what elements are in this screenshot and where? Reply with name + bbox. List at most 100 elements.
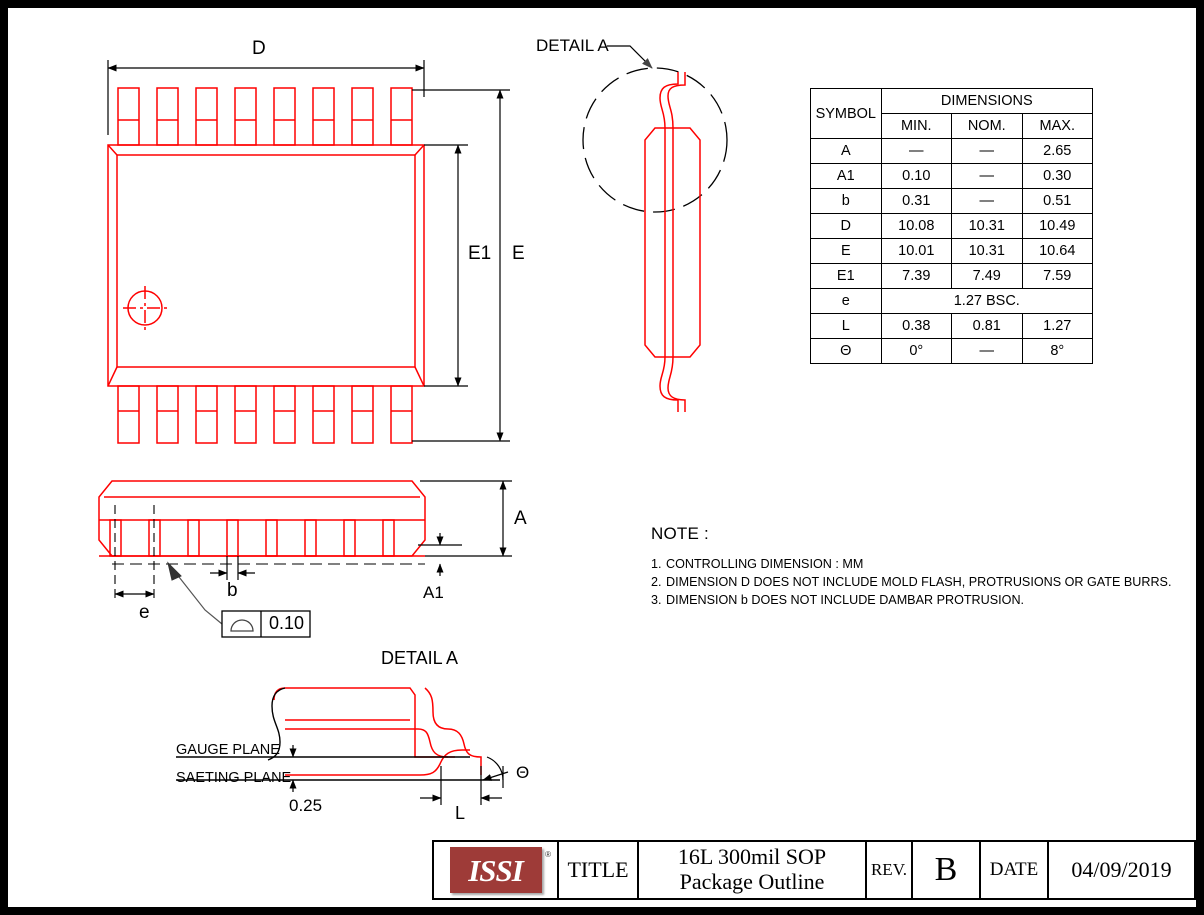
issi-logo-text: ISSI	[468, 852, 524, 888]
cell-max: 7.59	[1021, 263, 1094, 289]
rev-label: REV.	[867, 842, 913, 898]
header-symbol: SYMBOL	[810, 88, 882, 139]
cell-min: —	[880, 138, 953, 164]
header-dimensions: DIMENSIONS	[880, 88, 1094, 114]
label-gauge-offset: 0.25	[289, 796, 323, 815]
cell-nom: —	[951, 138, 1023, 164]
cell-symbol: D	[810, 213, 882, 239]
title-value: 16L 300mil SOP Package Outline	[639, 842, 867, 898]
label-dim-L: L	[455, 803, 466, 823]
end-view	[582, 45, 728, 412]
header-min: MIN.	[880, 113, 953, 139]
label-dim-b: b	[227, 580, 238, 601]
title-block: ISSI ® TITLE 16L 300mil SOP Package Outl…	[432, 840, 1196, 900]
cell-max: 0.30	[1021, 163, 1094, 189]
cell-min: 0°	[880, 338, 953, 364]
label-detail-a-heading: DETAIL A	[381, 648, 459, 668]
cell-symbol: E1	[810, 263, 882, 289]
coplanarity-frame	[167, 561, 311, 638]
cell-max: 0.51	[1021, 188, 1094, 214]
top-view-pins-upper	[117, 87, 413, 146]
date-label: DATE	[981, 842, 1049, 898]
cell-nom: —	[951, 338, 1023, 364]
label-dim-D: D	[252, 38, 266, 59]
notes-list: 1. CONTROLLING DIMENSION : MM 2. DIMENSION …	[651, 556, 1181, 610]
label-seating-plane: SAETING PLANE	[176, 770, 292, 786]
cell-symbol: Θ	[810, 338, 882, 364]
header-max: MAX.	[1021, 113, 1094, 139]
date-value: 04/09/2019	[1071, 857, 1172, 882]
label-gauge-plane: GAUGE PLANE	[176, 742, 280, 758]
cell-max: 2.65	[1021, 138, 1094, 164]
dim-b	[210, 556, 255, 580]
dim-A1	[418, 533, 462, 576]
registered-trademark-icon: ®	[545, 850, 551, 859]
cell-min: 0.31	[880, 188, 953, 214]
note-number: 2.	[651, 574, 662, 589]
side-view-construction	[112, 505, 425, 600]
cell-nom: 10.31	[951, 213, 1023, 239]
top-view-package	[107, 87, 425, 444]
cell-max: 8°	[1021, 338, 1094, 364]
notes-heading: NOTE :	[651, 524, 709, 543]
cell-symbol: A	[810, 138, 882, 164]
dim-A	[420, 480, 512, 557]
cell-min: 10.08	[880, 213, 953, 239]
dim-E1	[424, 144, 468, 387]
label-coplanarity-value: 0.10	[269, 613, 305, 633]
table-subheader-row: MIN.NOM.MAX.	[811, 113, 1094, 139]
dim-L	[420, 766, 502, 805]
cell-nom: 7.49	[951, 263, 1023, 289]
cell-symbol: b	[810, 188, 882, 214]
cell-nom: —	[951, 163, 1023, 189]
cell-min: 0.10	[880, 163, 953, 189]
note-text: CONTROLLING DIMENSION : MM	[666, 557, 864, 571]
cell-symbol: L	[810, 313, 882, 339]
label-dim-A: A	[514, 508, 527, 529]
note-text: DIMENSION D DOES NOT INCLUDE MOLD FLASH,…	[666, 574, 1172, 589]
label-dim-E1: E1	[468, 243, 492, 264]
side-view-package	[98, 480, 426, 557]
note-item: 1. CONTROLLING DIMENSION : MM	[651, 556, 1181, 574]
cell-nom: 10.31	[951, 238, 1023, 264]
note-number: 1.	[651, 557, 662, 571]
label-dim-theta: Θ	[516, 763, 530, 782]
header-nom: NOM.	[951, 113, 1023, 139]
note-text: DIMENSION b DOES NOT INCLUDE DAMBAR PROT…	[666, 592, 1025, 607]
notes-section: NOTE : 1. CONTROLLING DIMENSION : MM 2. DIM…	[651, 524, 1181, 610]
title-line-2: Package Outline	[679, 869, 825, 894]
rev-value: B	[913, 842, 981, 898]
title-label: TITLE	[559, 842, 639, 898]
cell-symbol: A1	[810, 163, 882, 189]
detail-a-view	[176, 687, 509, 805]
dim-theta	[482, 756, 509, 788]
label-dim-e: e	[139, 602, 150, 623]
cell-min: 7.39	[880, 263, 953, 289]
title-line-1: 16L 300mil SOP	[677, 844, 827, 870]
label-detail-a-callout: DETAIL A	[536, 36, 609, 55]
label-dim-E: E	[512, 243, 525, 264]
top-view-pins-lower	[117, 385, 413, 444]
cell-span: 1.27 BSC.	[880, 288, 1094, 314]
label-dim-A1: A1	[423, 583, 444, 602]
cell-symbol: E	[810, 238, 882, 264]
note-item: 3. DIMENSION b DOES NOT INCLUDE DAMBAR PR…	[651, 592, 1181, 610]
cell-max: 10.49	[1021, 213, 1094, 239]
cell-symbol: e	[810, 288, 882, 314]
cell-min: 10.01	[880, 238, 953, 264]
logo-cell: ISSI ®	[434, 842, 559, 898]
note-item: 2. DIMENSION D DOES NOT INCLUDE MOLD FLAS…	[651, 574, 1181, 592]
note-number: 3.	[651, 592, 662, 607]
issi-logo: ISSI	[449, 847, 542, 893]
dim-E	[412, 89, 510, 442]
cell-max: 10.64	[1021, 238, 1094, 264]
